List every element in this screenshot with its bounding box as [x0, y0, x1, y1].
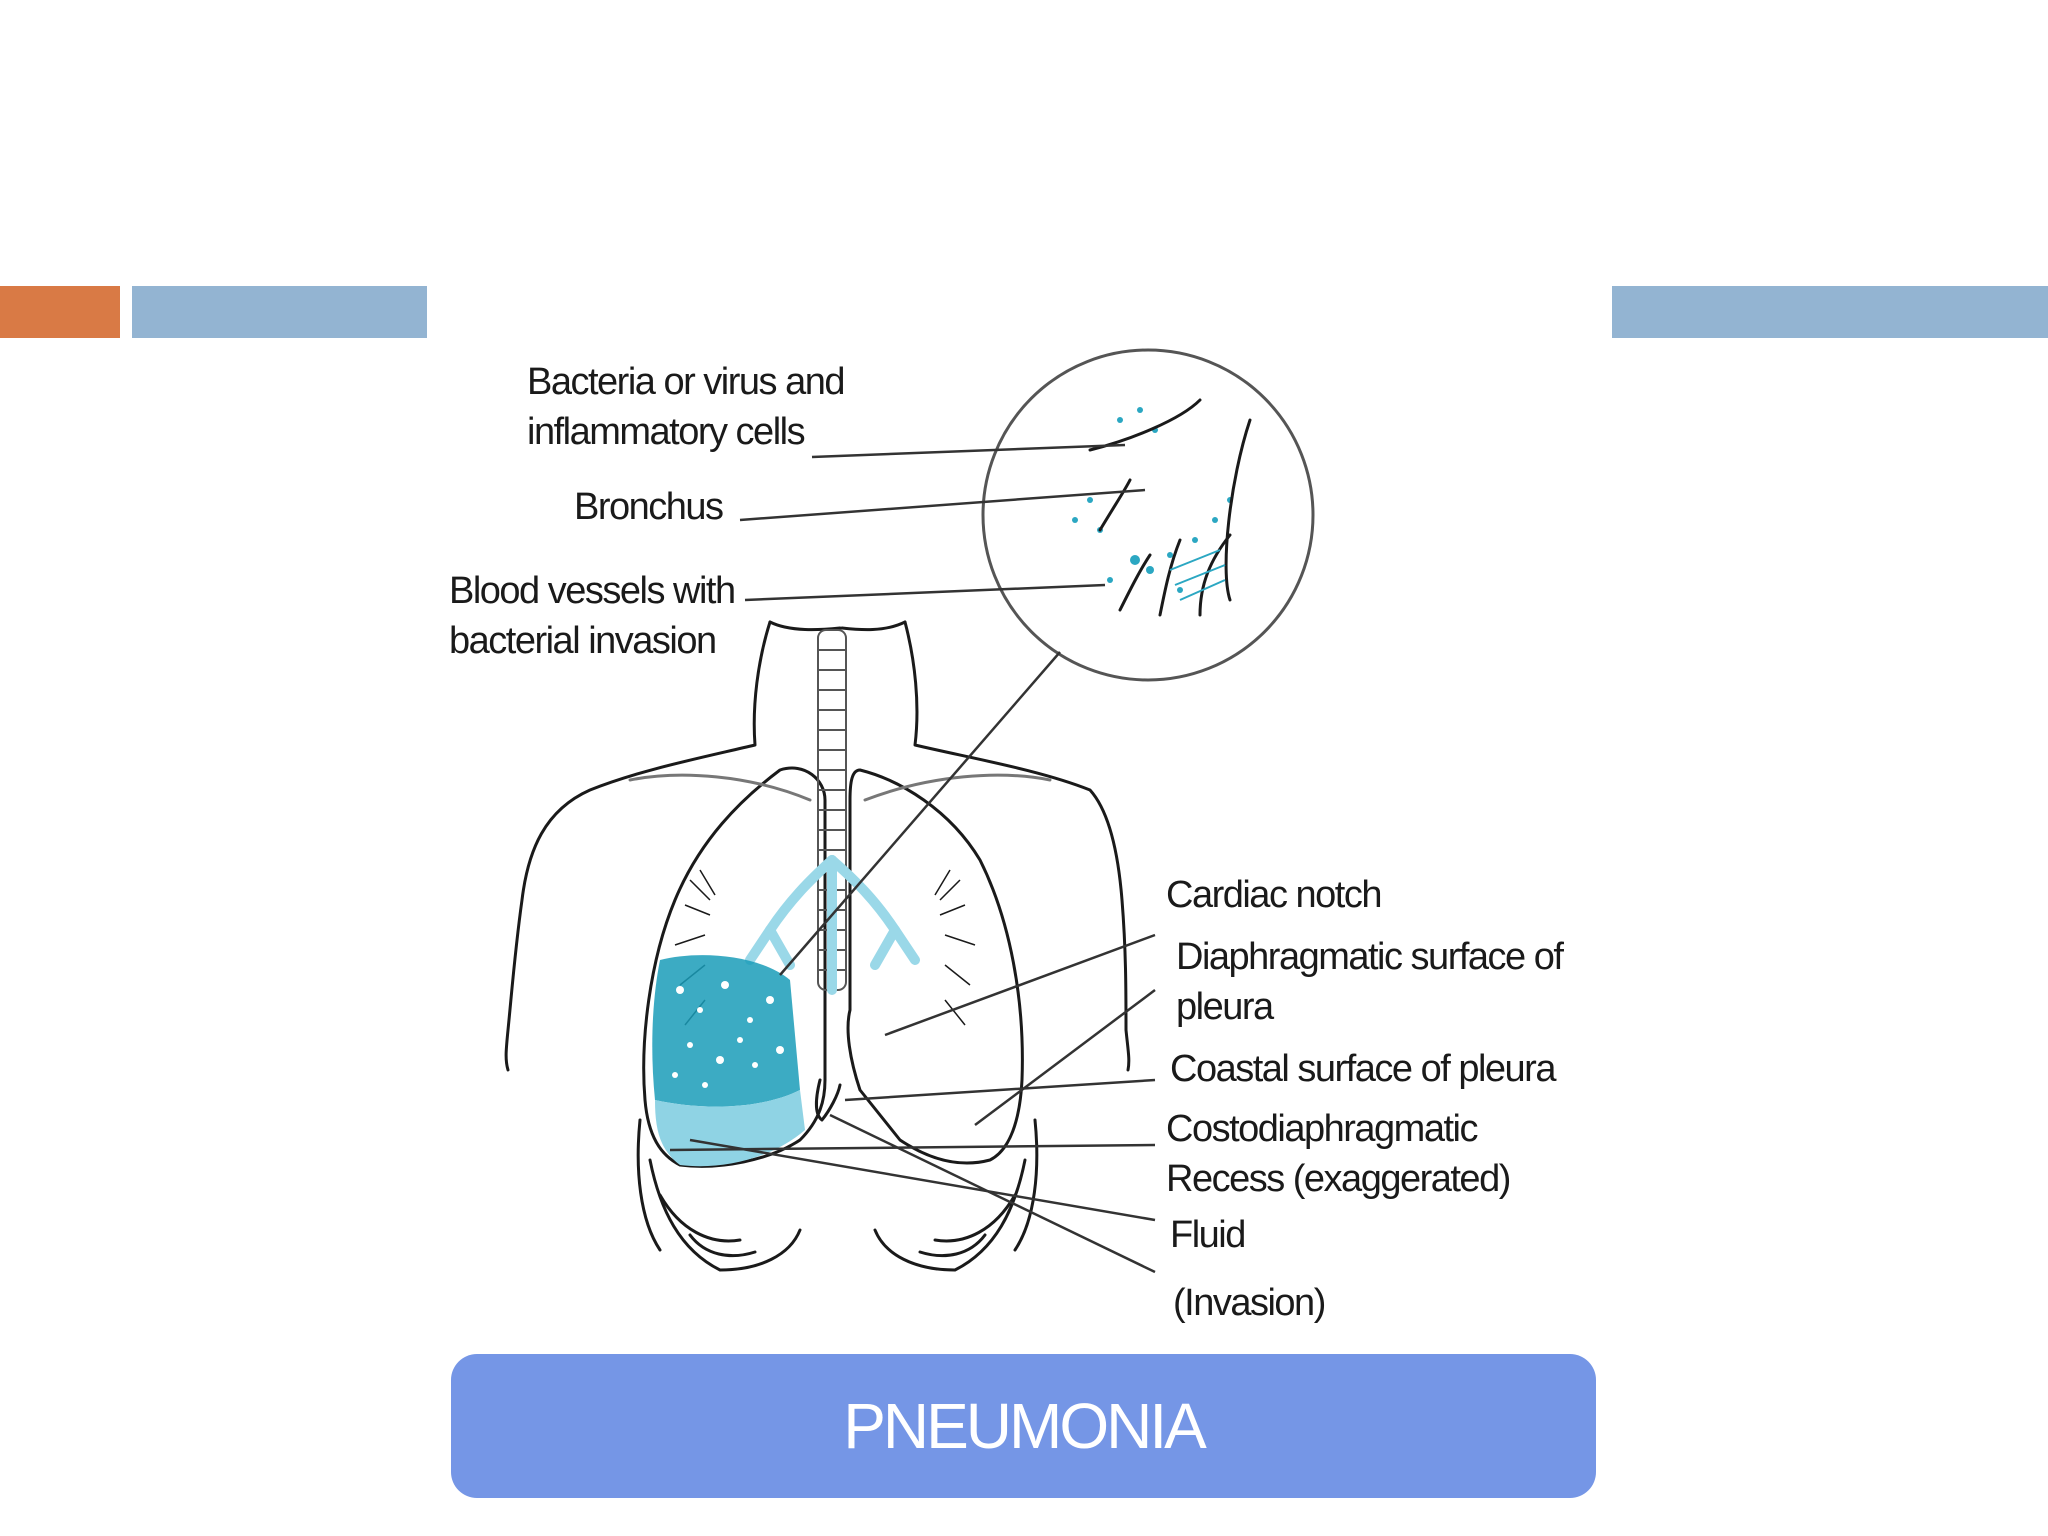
label-coastal: Coastal surface of pleura	[1170, 1048, 1556, 1090]
label-costo-line2: Recess (exaggerated)	[1166, 1158, 1511, 1200]
label-blood-line1: Blood vessels with	[449, 570, 736, 612]
label-bronchus: Bronchus	[574, 486, 724, 528]
bronchial-tree	[745, 855, 920, 995]
label-cardiac-notch: Cardiac notch	[1166, 874, 1382, 916]
label-bacteria-line1: Bacteria or virus and	[527, 361, 846, 403]
banner-title: PNEUMONIA	[843, 1390, 1207, 1462]
lung-right	[846, 768, 1024, 1165]
torso-outline	[504, 620, 772, 1072]
label-blood-vessels: Blood vessels with bacterial invasion	[449, 566, 736, 666]
label-costodiaphragmatic: Costodiaphragmatic Recess (exaggerated)	[1166, 1104, 1511, 1204]
label-diaphragmatic: Diaphragmatic surface of pleura	[1176, 932, 1564, 1032]
leader-lines	[669, 443, 1156, 1274]
accent-bar-orange	[0, 286, 120, 338]
infection-region	[652, 955, 805, 1167]
label-diaphragmatic-line1: Diaphragmatic surface of	[1176, 936, 1564, 978]
label-bacteria: Bacteria or virus and inflammatory cells	[527, 357, 846, 457]
label-invasion: (Invasion)	[1173, 1282, 1326, 1324]
label-costo-line1: Costodiaphragmatic	[1166, 1108, 1478, 1150]
accent-bar-blue-right	[1612, 286, 2048, 338]
label-diaphragmatic-line2: pleura	[1176, 986, 1274, 1028]
title-banner: PNEUMONIA	[451, 1354, 1596, 1498]
label-fluid: Fluid	[1170, 1214, 1246, 1256]
accent-bar-blue-left	[132, 286, 427, 338]
label-bacteria-line2: inflammatory cells	[527, 411, 806, 453]
torso-outline-right	[903, 620, 1131, 1072]
lung-left	[642, 766, 827, 1168]
neck-line	[768, 620, 842, 632]
neck-line-right	[840, 620, 907, 632]
magnified-view	[981, 348, 1315, 682]
label-blood-line2: bacterial invasion	[449, 620, 717, 662]
